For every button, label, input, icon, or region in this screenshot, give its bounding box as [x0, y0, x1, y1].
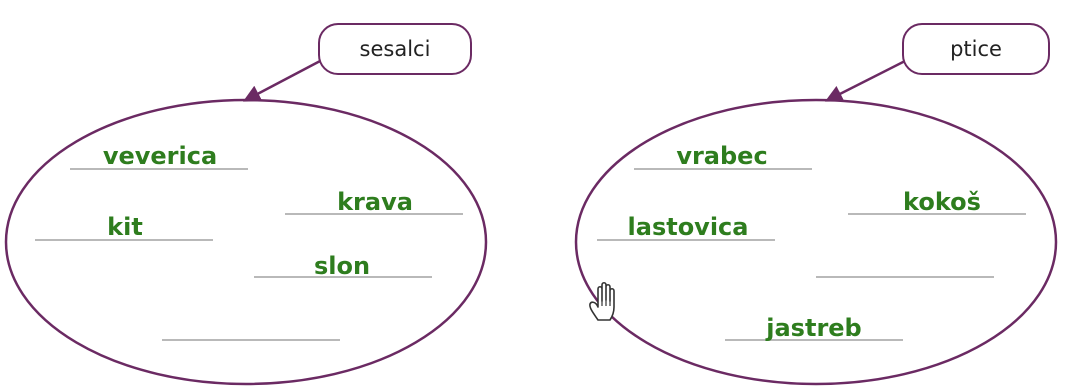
answer-slot[interactable] — [597, 239, 775, 241]
answer-word[interactable]: kokoš — [903, 188, 981, 216]
mammals-arrow — [242, 58, 323, 102]
answer-word[interactable]: kit — [107, 213, 143, 241]
birds-label: ptice — [950, 37, 1002, 61]
answer-slot[interactable] — [725, 339, 903, 341]
answer-slot-empty[interactable] — [816, 276, 994, 278]
answer-slot[interactable] — [634, 168, 812, 170]
answer-word[interactable]: veverica — [102, 142, 218, 170]
answer-slot[interactable] — [848, 213, 1026, 215]
answer-slot-empty[interactable] — [162, 339, 340, 341]
answer-word[interactable]: vrabec — [676, 142, 768, 170]
mammals-ellipse[interactable] — [4, 98, 488, 386]
birds-ellipse[interactable] — [574, 98, 1058, 386]
mammals-label-box: sesalci — [318, 23, 472, 75]
birds-arrow — [824, 58, 908, 102]
answer-slot[interactable] — [285, 213, 463, 215]
hand-pointer-icon — [589, 281, 615, 321]
answer-slot[interactable] — [254, 276, 432, 278]
answer-slot[interactable] — [70, 168, 248, 170]
answer-word[interactable]: slon — [313, 252, 371, 280]
answer-word[interactable]: lastovica — [627, 213, 749, 241]
answer-word[interactable]: jastreb — [766, 314, 862, 342]
answer-slot[interactable] — [35, 239, 213, 241]
mammals-label: sesalci — [359, 37, 431, 61]
birds-label-box: ptice — [902, 23, 1050, 75]
answer-word[interactable]: krava — [337, 188, 413, 216]
